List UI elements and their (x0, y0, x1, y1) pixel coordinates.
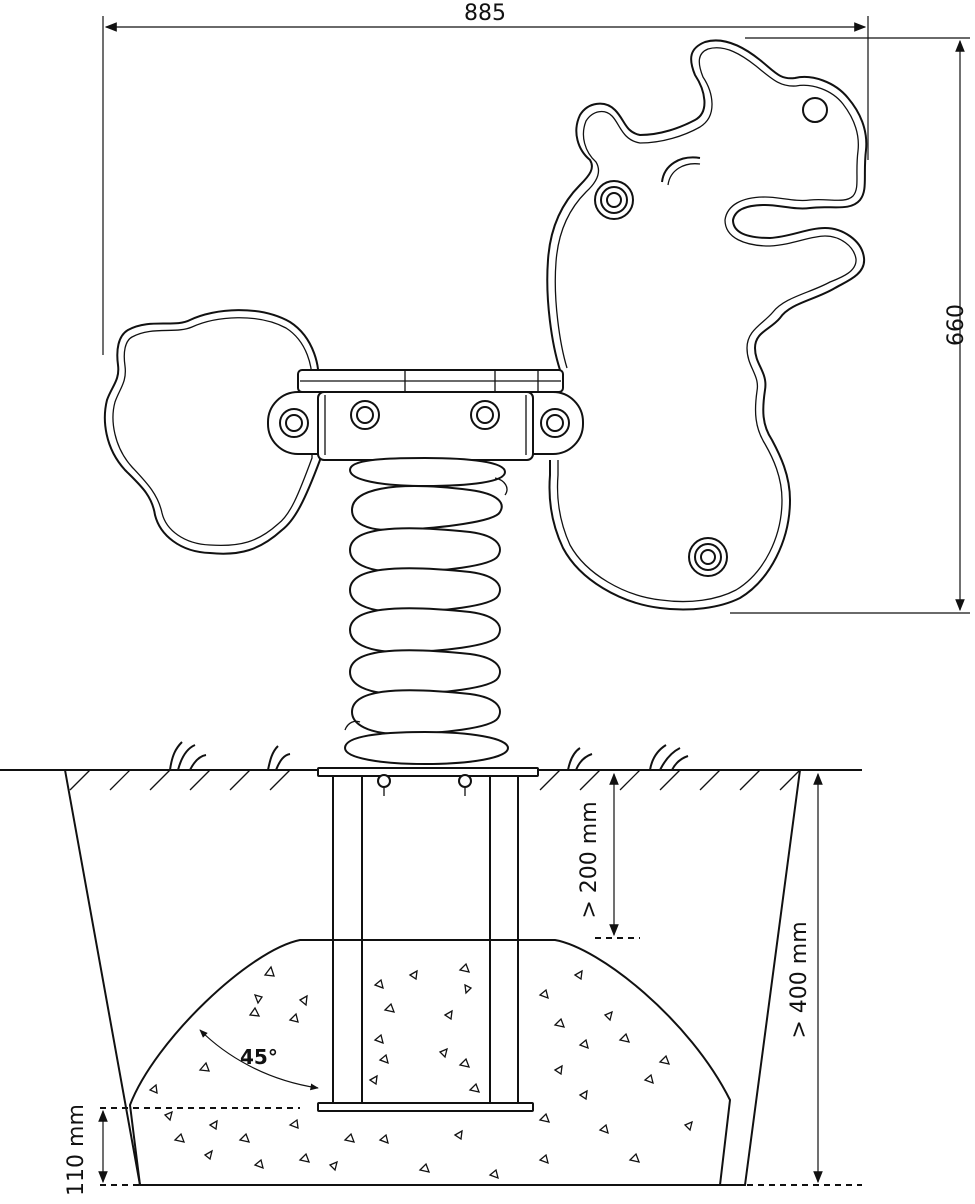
concrete-footing (128, 939, 732, 1186)
grass-tufts (169, 741, 689, 771)
dimension-depth-200-label: > 200 mm (577, 801, 602, 918)
angle-45-label: 45° (240, 1045, 278, 1069)
aggregate-marks (148, 962, 693, 1180)
dimension-base-110-label: 110 mm (64, 1104, 89, 1196)
bolt-upper (594, 180, 634, 220)
rider-body (546, 39, 868, 611)
dimension-depth-400: > 400 mm (725, 772, 862, 1186)
dimension-width-label: 885 (464, 1, 506, 26)
dimension-depth-400-label: > 400 mm (787, 921, 812, 1038)
anchor-post (317, 767, 539, 1112)
foundation-pit (64, 769, 801, 1186)
dimension-depth-200: > 200 mm (577, 772, 640, 939)
dimension-height: 660 (730, 37, 970, 614)
bolt-lower (688, 537, 728, 577)
rider-tail (103, 309, 322, 555)
brow-mark (661, 156, 701, 183)
dimension-height-label: 660 (944, 304, 969, 346)
rider-seat (297, 369, 564, 393)
dimension-width: 885 (102, 1, 869, 355)
spring-bracket (267, 391, 584, 461)
eye-icon (802, 97, 828, 123)
dimension-base-110: 110 mm (64, 1104, 300, 1196)
angle-45: 45° (199, 1029, 319, 1091)
spring-coil (343, 456, 510, 766)
